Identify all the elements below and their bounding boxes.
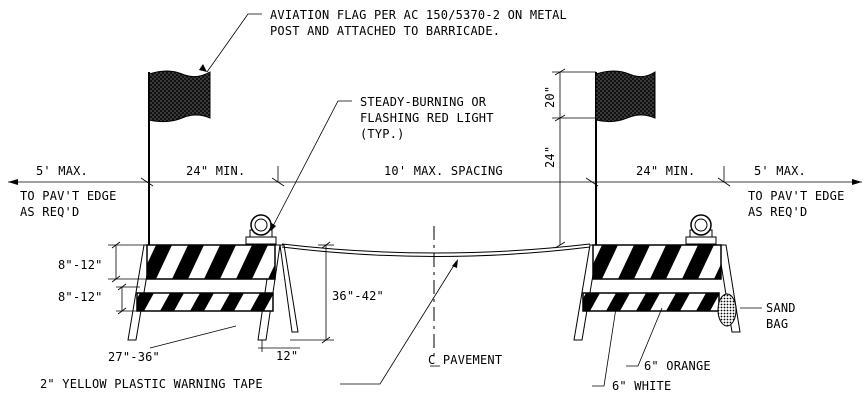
left-edge-label-line2: AS REQ'D — [20, 205, 79, 219]
right-end-arrow — [852, 179, 862, 185]
warning-tape-upper — [281, 243, 591, 254]
tape-leader — [340, 261, 457, 385]
tick-upper-rail-top — [111, 241, 121, 249]
right-edge-label-line1: TO PAV'T EDGE — [748, 189, 845, 203]
lower-rail-label: 8"-12" — [58, 290, 103, 304]
tick-lower-rail-top — [117, 283, 127, 291]
tick-height-top — [321, 241, 331, 249]
light-label-line3: (TYP.) — [360, 127, 405, 141]
left-5max-label: 5' MAX. — [36, 164, 88, 178]
rail-length-leader — [149, 325, 237, 349]
tape-arrowhead — [452, 259, 458, 268]
aviation-flag-label-line2: POST AND ATTACHED TO BARRICADE. — [270, 24, 500, 38]
right-barricade — [573, 70, 741, 341]
spacing-label: 10' MAX. SPACING — [384, 164, 503, 178]
aviation-flag-leader — [206, 13, 262, 73]
light-label-line2: FLASHING RED LIGHT — [360, 111, 494, 125]
orange-leader — [626, 307, 663, 367]
leg-spread-label: 12" — [276, 349, 298, 363]
light-leader — [271, 100, 352, 229]
sand-bag — [717, 293, 737, 327]
right-aviation-flag — [595, 70, 656, 123]
warning-tape-lower — [281, 246, 591, 257]
left-warning-light — [245, 214, 277, 245]
tick-lower-rail-bottom — [117, 307, 127, 315]
dim-24-label: 24" — [543, 146, 557, 168]
height-label: 36"-42" — [332, 289, 384, 303]
sand-bag-label-line1: SAND — [766, 301, 796, 315]
tick-flag-top — [554, 68, 566, 76]
right-lower-stripes — [583, 293, 719, 311]
right-warning-light — [685, 214, 717, 245]
left-lower-stripes — [137, 293, 273, 311]
right-upper-stripes — [593, 245, 721, 279]
left-end-arrow — [8, 179, 18, 185]
sand-bag-label-line2: BAG — [766, 317, 788, 331]
light-label-line1: STEADY-BURNING OR — [360, 95, 487, 109]
tick-flag-bottom — [554, 114, 566, 122]
aviation-flag-arrowhead — [199, 64, 207, 72]
white-leader — [592, 307, 617, 387]
tape-label: 2" YELLOW PLASTIC WARNING TAPE — [40, 377, 263, 391]
right-edge-label-line2: AS REQ'D — [748, 205, 807, 219]
aviation-flag-label-line1: AVIATION FLAG PER AC 150/5370-2 ON METAL — [270, 8, 567, 22]
right-24min-label: 24" MIN. — [636, 164, 695, 178]
rail-length-label: 27"-36" — [108, 350, 160, 364]
upper-rail-label: 8"-12" — [58, 258, 103, 272]
left-barricade — [127, 70, 299, 341]
tick-height-bottom — [321, 336, 331, 344]
left-edge-label-line1: TO PAV'T EDGE — [20, 189, 117, 203]
right-5max-label: 5' MAX. — [754, 164, 806, 178]
left-24min-label: 24" MIN. — [186, 164, 245, 178]
left-aviation-flag — [148, 70, 211, 123]
dim-20-label: 20" — [543, 86, 557, 108]
white-label: 6" WHITE — [612, 379, 671, 393]
tick-left-post — [140, 177, 154, 187]
centerline-label: C PAVEMENT — [428, 353, 502, 367]
orange-label: 6" ORANGE — [644, 359, 711, 373]
left-rear-leg — [279, 244, 299, 333]
tick-upper-rail-bottom — [111, 275, 121, 283]
left-upper-stripes — [147, 245, 275, 279]
